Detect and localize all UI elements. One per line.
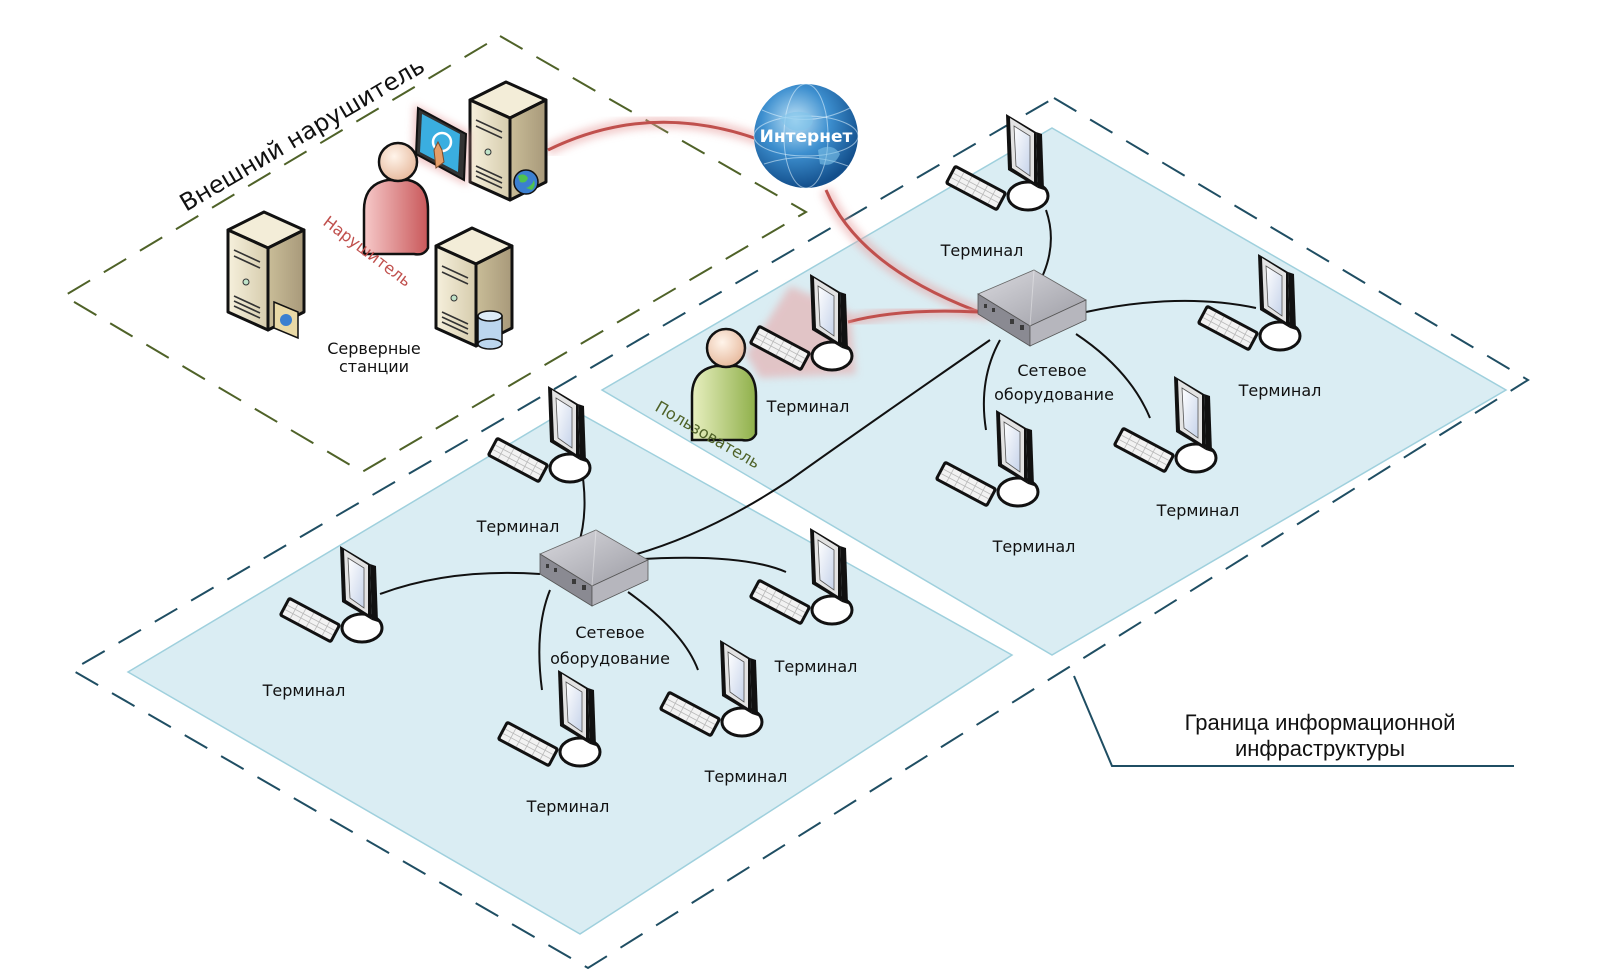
server-web	[468, 80, 548, 202]
cable-upper-t2	[1085, 299, 1257, 313]
segment-plate-lower	[126, 407, 1014, 935]
intruder-tablet	[412, 104, 470, 186]
terminal-label: Терминал	[526, 797, 610, 816]
folder-icon	[273, 300, 299, 340]
boundary-callout-line	[1073, 675, 1514, 767]
servers-label-line1: Серверные	[327, 339, 421, 358]
external-zone-border	[62, 34, 808, 474]
cable-lower-t7	[379, 571, 541, 595]
boundary-label-line1: Граница информационной	[1185, 710, 1456, 735]
terminal-label: Терминал	[704, 767, 788, 786]
servers-label-line2: станции	[339, 357, 409, 376]
terminal-label: Терминал	[1238, 381, 1322, 400]
attack-path-intruder-internet	[547, 120, 761, 152]
terminal-label: Терминал	[262, 681, 346, 700]
server-files	[226, 210, 306, 340]
terminal-label: Терминал	[774, 657, 858, 676]
switch-lower-label-line2: оборудование	[550, 649, 670, 668]
terminal-label: Терминал	[766, 397, 850, 416]
infrastructure-boundary	[70, 96, 1530, 970]
hand-icon	[433, 140, 445, 169]
server-database	[434, 226, 514, 350]
switch-lower-label-line1: Сетевое	[575, 623, 644, 642]
attack-paths	[545, 116, 993, 328]
terminal-label: Терминал	[992, 537, 1076, 556]
cable-trunk	[613, 339, 991, 561]
internet-globe: Интернет	[753, 83, 859, 189]
internet-label: Интернет	[760, 127, 853, 147]
attack-path-internet-switch	[824, 189, 991, 318]
terminal-label: Терминал	[1156, 501, 1240, 520]
boundary-label-line2: инфраструктуры	[1235, 736, 1405, 761]
switch-upper-label-line1: Сетевое	[1017, 361, 1086, 380]
terminal-label: Терминал	[476, 517, 560, 536]
switch-upper-label-line2: оборудование	[994, 385, 1114, 404]
segment-plate-upper	[600, 127, 1508, 656]
cable-upper-t4	[1075, 333, 1151, 419]
cable-lower-t9	[538, 589, 551, 691]
cable-lower-t8	[625, 556, 787, 573]
database-icon	[477, 310, 503, 350]
cable-lower-t10	[627, 591, 699, 671]
cable-upper-t3	[982, 339, 1001, 431]
attack-path-switch-terminal	[847, 309, 979, 324]
terminal-label: Терминал	[940, 241, 1024, 260]
